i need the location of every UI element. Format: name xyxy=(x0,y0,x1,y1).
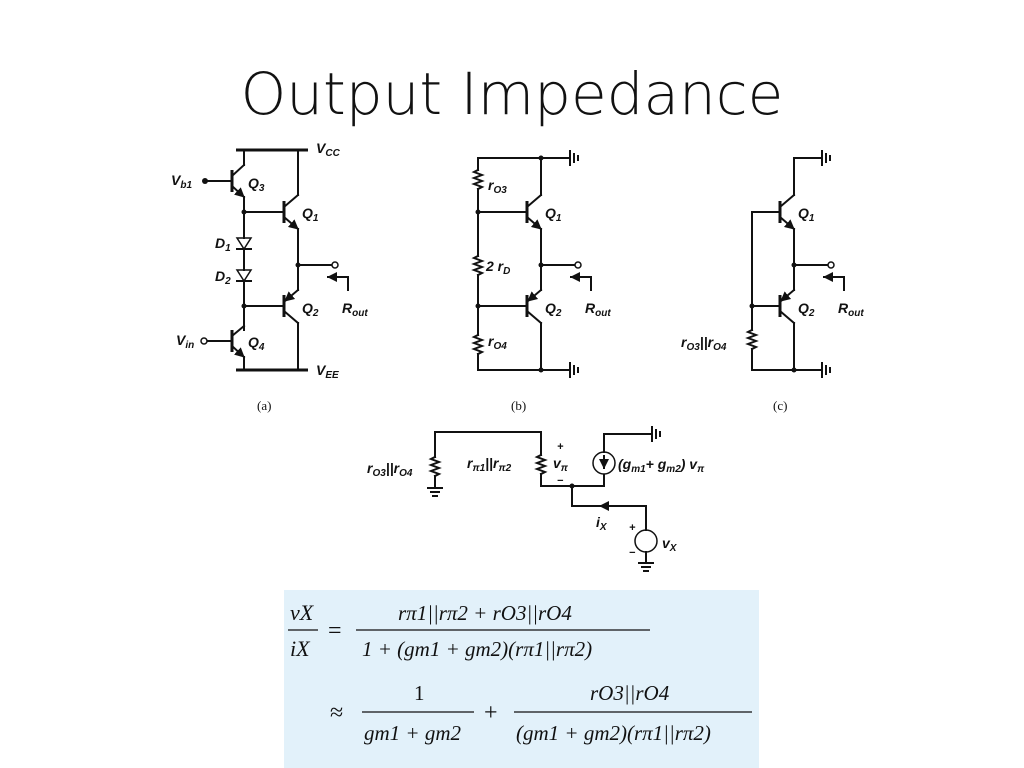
equation: vX iX = rπ1||rπ2 + rO3||rO4 1 + (gm1 + g… xyxy=(288,600,752,745)
label-vb1: Vb1 xyxy=(171,172,192,191)
label-ro3: rO3 xyxy=(488,177,507,196)
circuit-a: VCC VEE Vb1 Vin Q3 Q1 Q2 Q4 D1 D2 Rout (… xyxy=(171,140,368,413)
label-q1: Q1 xyxy=(302,205,319,224)
ground-vx xyxy=(638,562,654,572)
ground-c-top xyxy=(821,150,831,166)
label-rout-b: Rout xyxy=(585,300,611,319)
label-minus-vpi: − xyxy=(557,475,564,487)
label-vpi: vπ xyxy=(553,455,569,474)
transistor-q1-b xyxy=(525,157,543,291)
eq-num1: rπ1||rπ2 + rO3||rO4 xyxy=(398,601,572,625)
label-vcc: VCC xyxy=(316,140,341,159)
label-rpi-par: rπ1||rπ2 xyxy=(467,455,512,474)
transistor-q2-b xyxy=(525,288,543,371)
resistor-ro3 xyxy=(471,168,485,191)
eq-num3: rO3||rO4 xyxy=(590,681,670,705)
resistor-rpi-par xyxy=(534,453,548,476)
ground-b-bottom xyxy=(569,362,579,378)
eq-den1: 1 + (gm1 + gm2)(rπ1||rπ2) xyxy=(362,637,592,661)
resistor-ro-par xyxy=(428,455,442,478)
caption-a: (a) xyxy=(257,398,271,413)
slide-title: Output Impedance xyxy=(240,60,784,128)
label-minus-vx: − xyxy=(629,547,636,559)
transistor-q1-c xyxy=(778,157,796,291)
voltage-source-vx xyxy=(634,529,658,553)
eq-approx: ≈ xyxy=(330,700,343,726)
ground-c-bottom xyxy=(821,362,831,378)
diode-d1 xyxy=(235,237,253,251)
label-ro-par: rO3||rO4 xyxy=(367,460,413,479)
eq-den3: (gm1 + gm2)(rπ1||rπ2) xyxy=(516,721,711,745)
label-vx: vX xyxy=(662,535,678,554)
transistor-q3 xyxy=(202,149,246,213)
ground-top-ss xyxy=(651,426,661,442)
label-ro4: rO4 xyxy=(488,333,507,352)
eq-plus: + xyxy=(484,700,498,726)
resistor-ro4 xyxy=(471,333,485,356)
label-q2-c: Q2 xyxy=(798,300,815,319)
eq-lhs-den: iX xyxy=(290,636,311,661)
label-q2-b: Q2 xyxy=(545,300,562,319)
label-plus-vx: + xyxy=(629,522,636,534)
label-d2: D2 xyxy=(215,268,231,287)
label-vee: VEE xyxy=(316,362,339,381)
label-rout-c: Rout xyxy=(838,300,864,319)
transistor-q1 xyxy=(282,149,300,291)
label-gm-source: (gm1+ gm2) vπ xyxy=(618,456,705,475)
label-rout: Rout xyxy=(342,300,368,319)
ground-ro xyxy=(427,487,443,497)
label-q3: Q3 xyxy=(248,175,265,194)
eq-den2: gm1 + gm2 xyxy=(364,721,462,745)
label-rpar-c: rO3||rO4 xyxy=(681,334,727,353)
label-rd: 2 rD xyxy=(485,258,510,277)
diode-d2 xyxy=(235,269,253,283)
ground-b-top xyxy=(569,150,579,166)
eq-num2: 1 xyxy=(414,681,425,705)
label-q1-b: Q1 xyxy=(545,205,562,224)
label-q1-c: Q1 xyxy=(798,205,815,224)
label-q2: Q2 xyxy=(302,300,319,319)
label-ix: iX xyxy=(596,514,608,533)
eq-equals: = xyxy=(328,618,342,644)
circuit-b: rO3 2 rD rO4 Q1 Q2 Rout (b) xyxy=(471,150,611,413)
label-d1: D1 xyxy=(215,235,231,254)
label-plus-vpi: + xyxy=(557,441,564,453)
transistor-q4 xyxy=(200,324,246,371)
eq-lhs-num: vX xyxy=(290,600,315,625)
label-vin: Vin xyxy=(176,332,194,351)
equation-box xyxy=(284,590,759,768)
resistor-rd xyxy=(471,254,485,277)
caption-c: (c) xyxy=(773,398,787,413)
circuit-c: rO3||rO4 Q1 Q2 Rout (c) xyxy=(681,150,864,413)
small-signal-model: rO3||rO4 rπ1||rπ2 + vπ − (gm1+ gm2) vπ i… xyxy=(367,426,705,572)
resistor-rpar-c xyxy=(745,328,759,351)
label-q4: Q4 xyxy=(248,334,265,353)
transistor-q2-c xyxy=(778,288,796,371)
caption-b: (b) xyxy=(511,398,526,413)
transistor-q2 xyxy=(282,288,300,371)
